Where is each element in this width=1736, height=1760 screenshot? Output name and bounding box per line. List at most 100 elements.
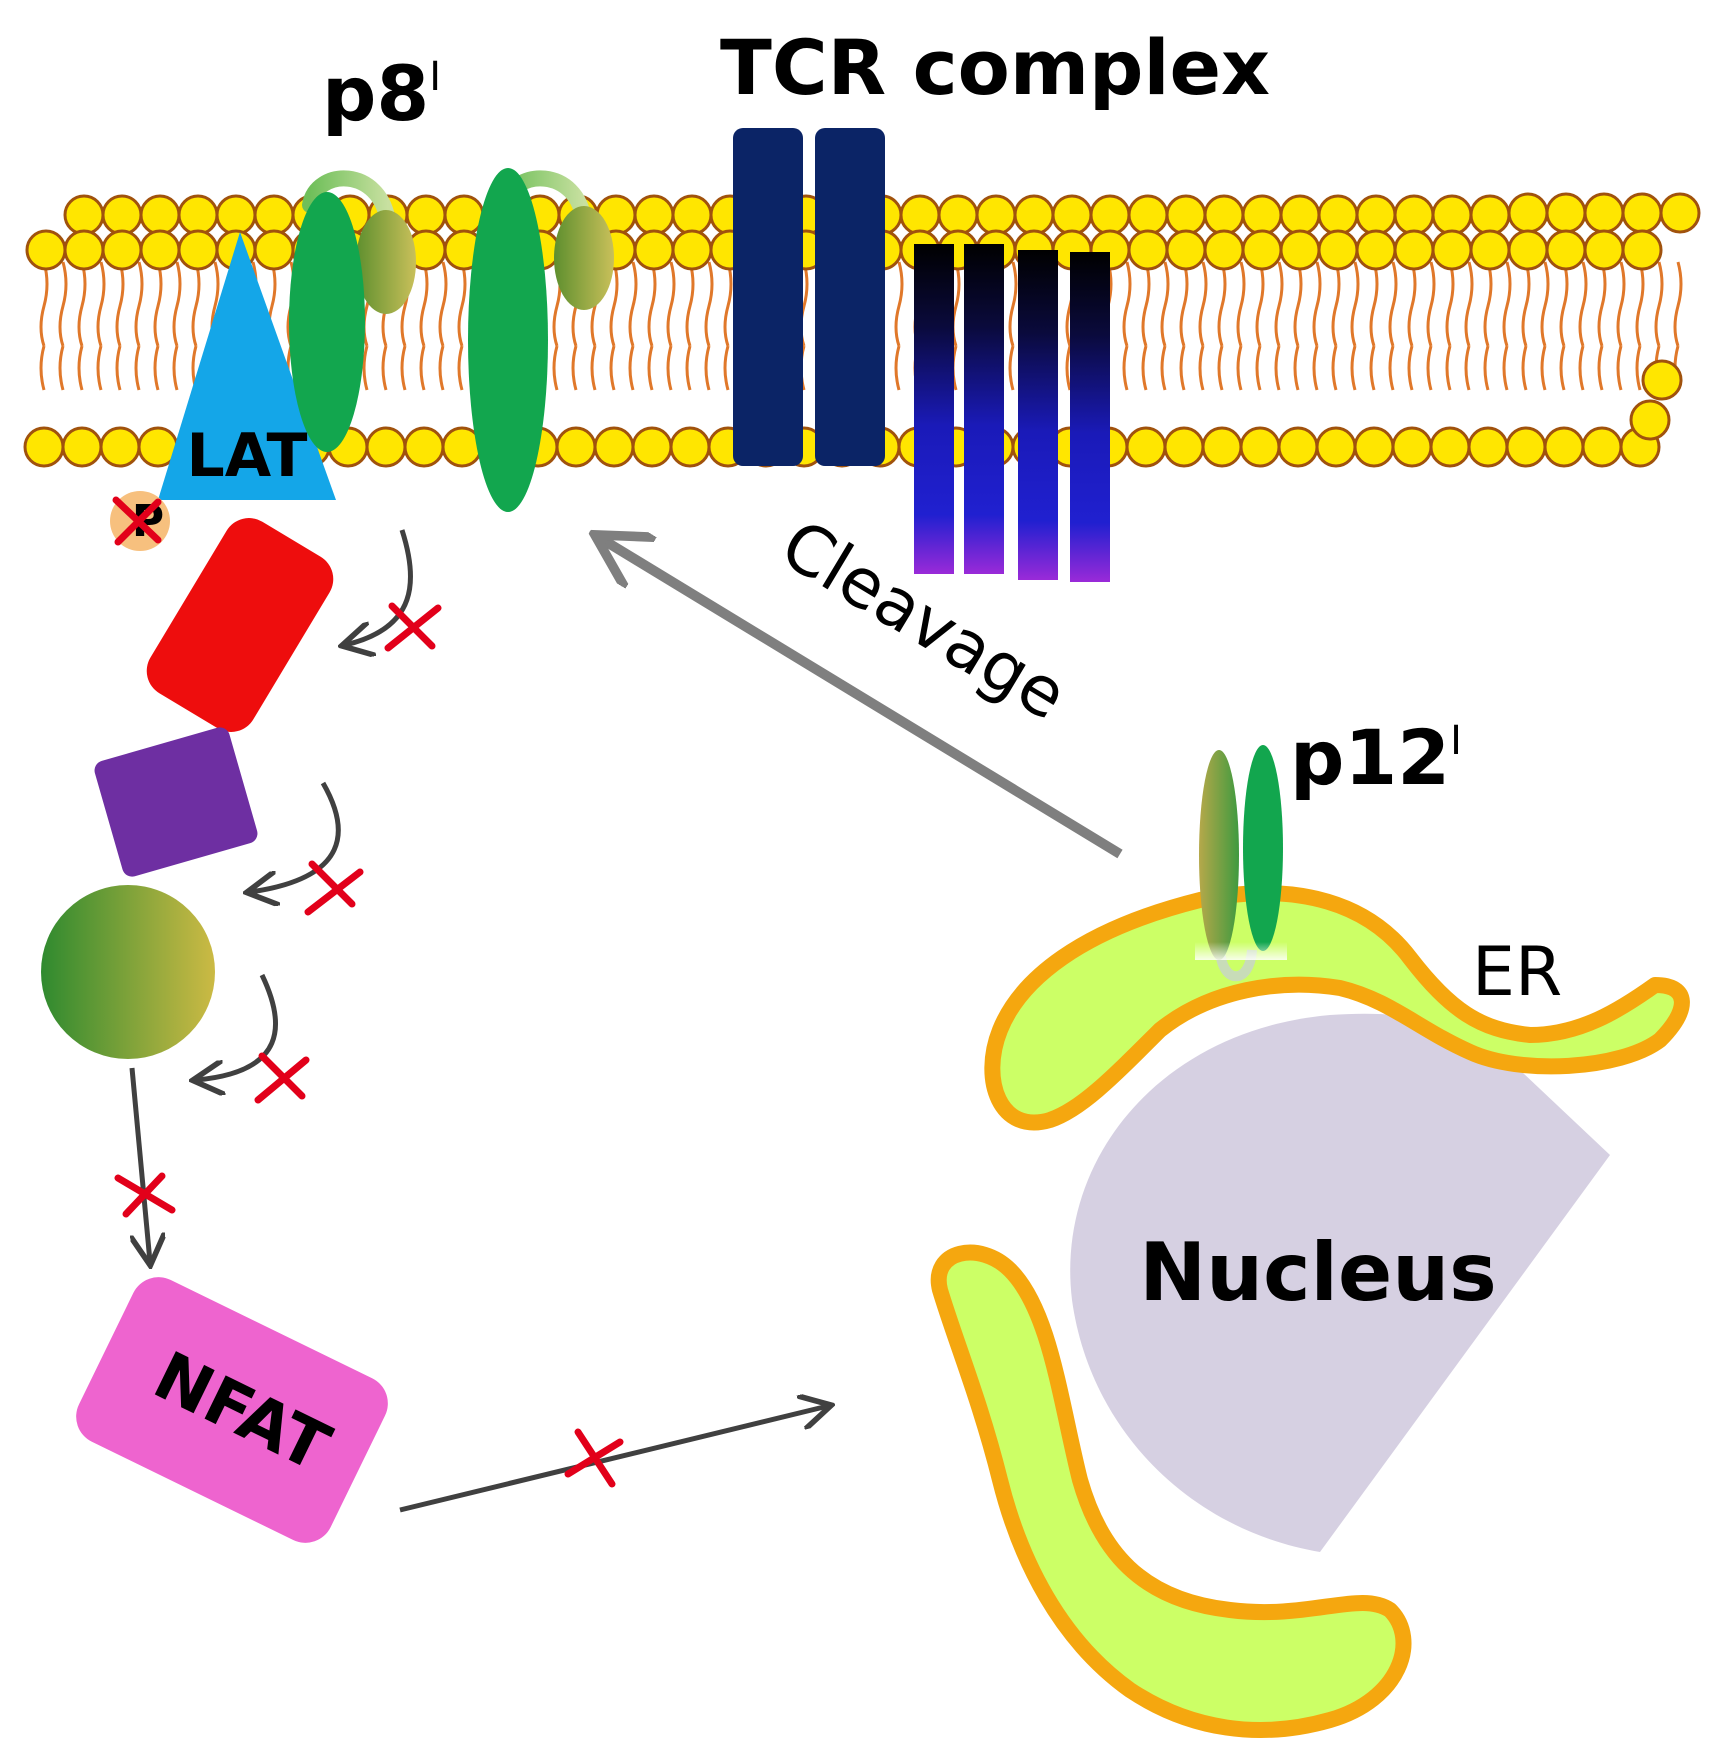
cd3-chain-1	[914, 244, 954, 574]
lipid-tail	[1369, 261, 1379, 391]
lipid-head	[1393, 229, 1435, 271]
lipid-tail	[1198, 261, 1208, 391]
lipid-head	[1051, 194, 1093, 236]
lipid-tail	[1141, 261, 1151, 391]
lipid-head	[1279, 194, 1321, 236]
lipid-tail	[704, 261, 714, 391]
lipid-head	[633, 194, 675, 236]
purple-signaling-protein	[94, 727, 258, 877]
lipid-head	[1203, 194, 1245, 236]
lipid-tail	[1483, 261, 1493, 391]
blocked-arrow-1	[345, 529, 442, 652]
lipid-head	[1317, 194, 1359, 236]
er-label: ER	[1472, 933, 1562, 1012]
red-signaling-protein	[146, 518, 334, 732]
lipid-head	[215, 194, 257, 236]
lipid-tail	[1274, 261, 1284, 391]
lipid-head	[1469, 194, 1511, 236]
lipid-head	[1277, 426, 1319, 468]
lipid-head	[631, 426, 673, 468]
lipid-tail	[609, 261, 619, 391]
p12-protein	[1195, 745, 1287, 982]
lipid-tail	[628, 261, 638, 391]
lipid-head	[23, 426, 65, 468]
lipid-head	[177, 194, 219, 236]
p12-label: p12I	[1290, 713, 1462, 802]
phospho-marker: P	[110, 491, 170, 551]
lipid-head	[1393, 194, 1435, 236]
lipid-head	[1543, 426, 1585, 468]
lipid-head	[1641, 359, 1683, 401]
lipid-tail	[115, 261, 125, 391]
lipid-head	[253, 194, 295, 236]
lipid-head	[1203, 229, 1245, 271]
lipid-head	[1089, 194, 1131, 236]
lipid-head	[1467, 426, 1509, 468]
lipid-head	[1505, 426, 1547, 468]
block-x-icon	[384, 602, 442, 652]
lipid-tail	[1407, 261, 1417, 391]
blocked-arrow-4	[114, 1067, 176, 1262]
lipid-head	[1241, 229, 1283, 271]
lipid-head	[975, 194, 1017, 236]
lipid-head	[365, 426, 407, 468]
lipid-head	[1507, 229, 1549, 271]
lipid-head	[61, 426, 103, 468]
lipid-tail	[1160, 261, 1170, 391]
lipid-head	[593, 426, 635, 468]
p8-protein	[289, 168, 614, 512]
lipid-head	[1583, 229, 1625, 271]
block-x-icon	[564, 1428, 624, 1488]
lipid-tail	[1464, 261, 1474, 391]
lipid-head	[1355, 194, 1397, 236]
lipid-tail	[1578, 261, 1588, 391]
lipid-head	[1583, 192, 1625, 234]
lipid-tail	[1559, 261, 1569, 391]
lipid-head	[1545, 192, 1587, 234]
lipid-tail	[685, 261, 695, 391]
lipid-tail	[1616, 261, 1626, 391]
er-lower	[930, 1244, 1412, 1738]
lipid-head	[1165, 194, 1207, 236]
lipid-tail	[96, 261, 106, 391]
lipid-head	[1621, 229, 1663, 271]
lipid-head	[1201, 426, 1243, 468]
block-x-icon	[114, 1172, 176, 1218]
blocked-arrow-3	[196, 973, 310, 1104]
lipid-head	[899, 194, 941, 236]
lipid-head	[1429, 426, 1471, 468]
lipid-tail	[666, 261, 676, 391]
lipid-head	[633, 229, 675, 271]
lipid-head	[403, 426, 445, 468]
lipid-head	[669, 426, 711, 468]
lipid-head	[1125, 426, 1167, 468]
lipid-head	[1241, 194, 1283, 236]
lipid-head	[1621, 192, 1663, 234]
lipid-tail	[1635, 261, 1645, 391]
lipid-head	[63, 229, 105, 271]
lipid-head	[1659, 192, 1701, 234]
lipid-head	[1279, 229, 1321, 271]
lipid-tail	[1236, 261, 1246, 391]
lipid-head	[1127, 194, 1169, 236]
nfat-box	[76, 1277, 388, 1543]
lipid-head	[63, 194, 105, 236]
lipid-tail	[647, 261, 657, 391]
block-x-icon	[254, 1052, 310, 1104]
lipid-head	[1629, 399, 1671, 441]
lipid-tail	[1312, 261, 1322, 391]
lipid-tail	[457, 261, 467, 391]
blocked-arrow-nfat-to-nucleus	[399, 1406, 828, 1513]
lipid-head	[1469, 229, 1511, 271]
tcr-complex-label: TCR complex	[720, 23, 1270, 112]
lipid-head	[101, 194, 143, 236]
lipid-head	[99, 426, 141, 468]
lipid-tail	[894, 261, 904, 391]
lipid-head	[1239, 426, 1281, 468]
lipid-tail	[58, 261, 68, 391]
lipid-tail	[1521, 261, 1531, 391]
cleavage-arrow	[600, 538, 1123, 859]
lipid-head	[1355, 229, 1397, 271]
nucleus	[1070, 1013, 1610, 1552]
lipid-tail	[39, 261, 49, 391]
